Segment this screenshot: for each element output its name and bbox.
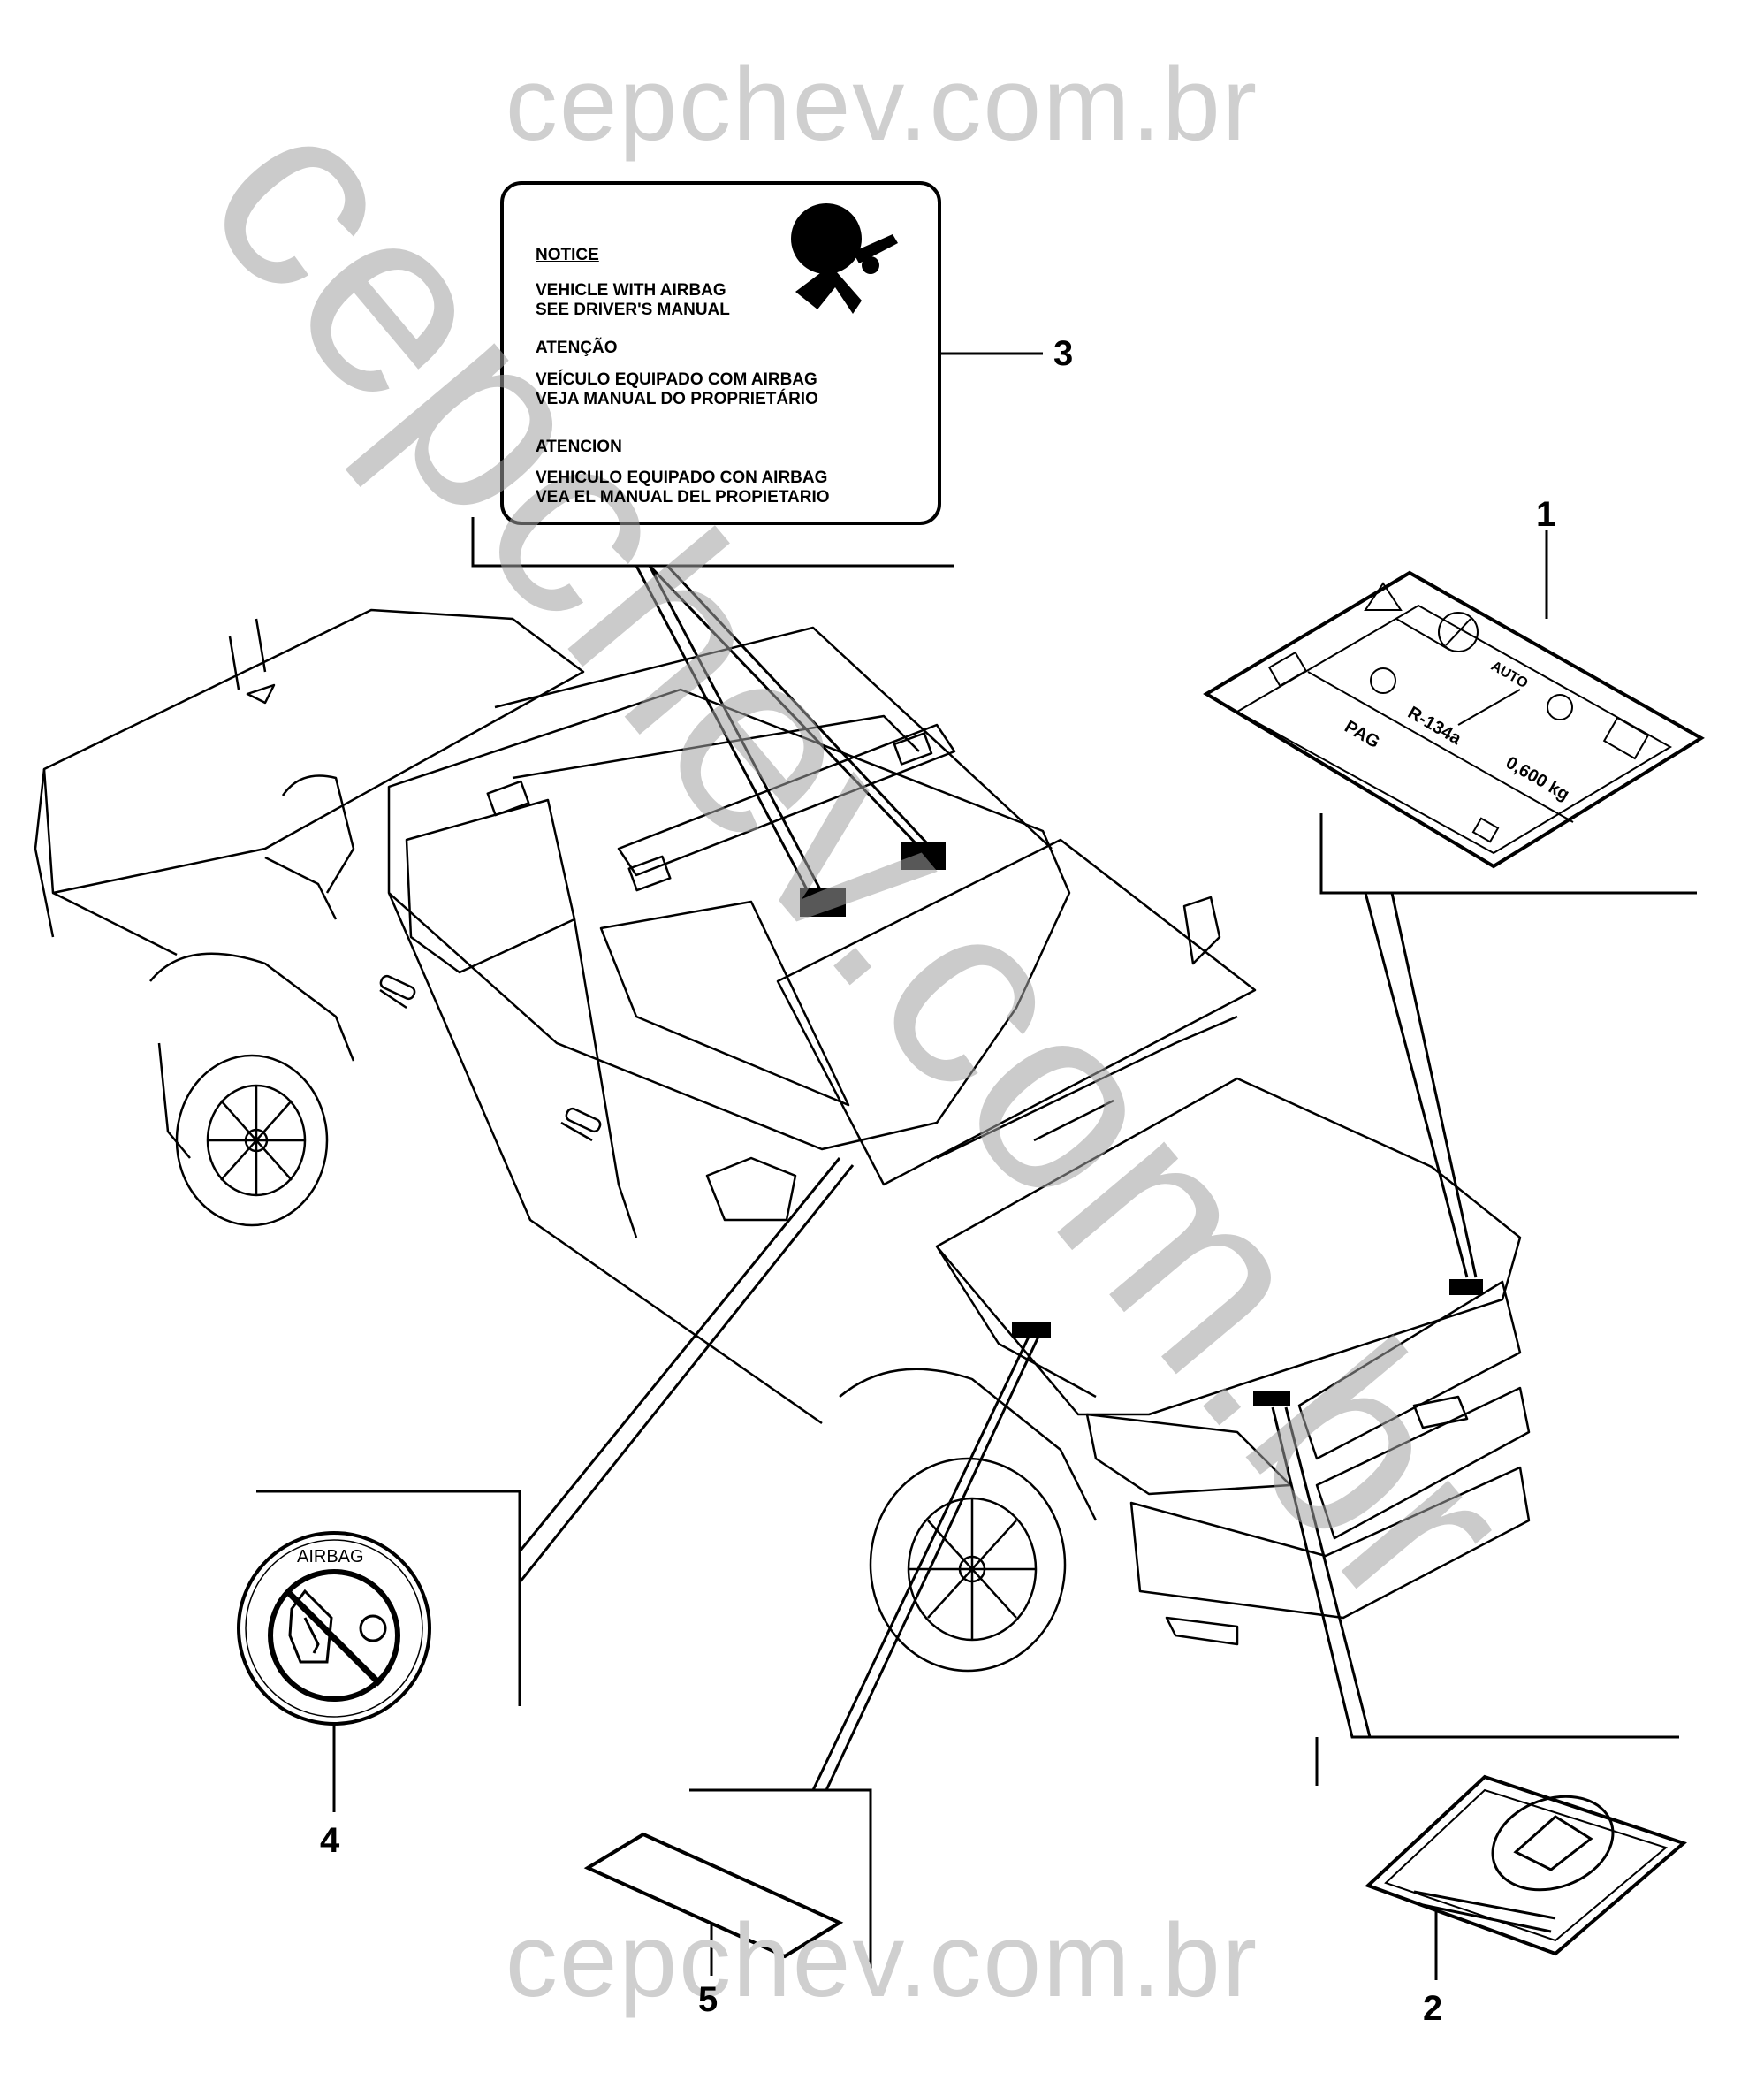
es-line-2: VEA EL MANUAL DEL PROPIETARIO bbox=[536, 488, 830, 507]
notice-line-2: SEE DRIVER'S MANUAL bbox=[536, 301, 730, 319]
chevrolet-bowtie-icon bbox=[1513, 1815, 1593, 1871]
seat-airbag-text: AIRBAG bbox=[297, 1547, 364, 1566]
recycle-box-icon bbox=[1471, 817, 1500, 843]
emblem-warning-label bbox=[1365, 1774, 1687, 1956]
pt-line-1: VEÍCULO EQUIPADO COM AIRBAG bbox=[536, 370, 817, 389]
callout-4: 4 bbox=[320, 1821, 340, 1860]
child-seat-airbag-label bbox=[237, 1531, 431, 1726]
callout-3: 3 bbox=[1053, 334, 1074, 373]
radiator-label-patch bbox=[1253, 1391, 1290, 1406]
pickup-truck-outline bbox=[34, 608, 1531, 1673]
airbag-pictogram-icon bbox=[791, 203, 898, 314]
sun-icon bbox=[1370, 667, 1396, 694]
hood-label-patch bbox=[1449, 1279, 1483, 1295]
es-title: ATENCION bbox=[536, 438, 622, 456]
no-symbol-icon bbox=[1438, 612, 1479, 652]
pt-line-2: VEJA MANUAL DO PROPRIETÁRIO bbox=[536, 390, 818, 408]
airbag-notice-label bbox=[500, 181, 941, 525]
manual-icon bbox=[1267, 651, 1308, 688]
fender-label-patch bbox=[1012, 1322, 1051, 1338]
fan-icon bbox=[1547, 694, 1573, 720]
callout-1: 1 bbox=[1536, 495, 1556, 534]
callout-5: 5 bbox=[698, 1980, 719, 2019]
ac-refrigerant-label bbox=[1203, 570, 1705, 869]
book-icon bbox=[1602, 716, 1650, 760]
roof-label-patch-b bbox=[901, 842, 946, 870]
leader-lines bbox=[256, 352, 1697, 1980]
watermark-bottom: cepchev.com.br bbox=[505, 1902, 1259, 2019]
es-line-1: VEHICULO EQUIPADO CON AIRBAG bbox=[536, 469, 828, 487]
notice-line-1: VEHICLE WITH AIRBAG bbox=[536, 281, 726, 300]
notice-title: NOTICE bbox=[536, 246, 599, 264]
watermark-top: cepchev.com.br bbox=[505, 46, 1259, 163]
warning-triangle-icon bbox=[1364, 582, 1403, 611]
child-seat-icon bbox=[288, 1589, 333, 1664]
blank-rectangular-label bbox=[583, 1832, 844, 1959]
airbag-deploy-icon bbox=[359, 1614, 387, 1642]
callout-2: 2 bbox=[1423, 1989, 1443, 2028]
pt-title: ATENÇÃO bbox=[536, 339, 618, 357]
label-positions bbox=[800, 842, 1483, 1406]
